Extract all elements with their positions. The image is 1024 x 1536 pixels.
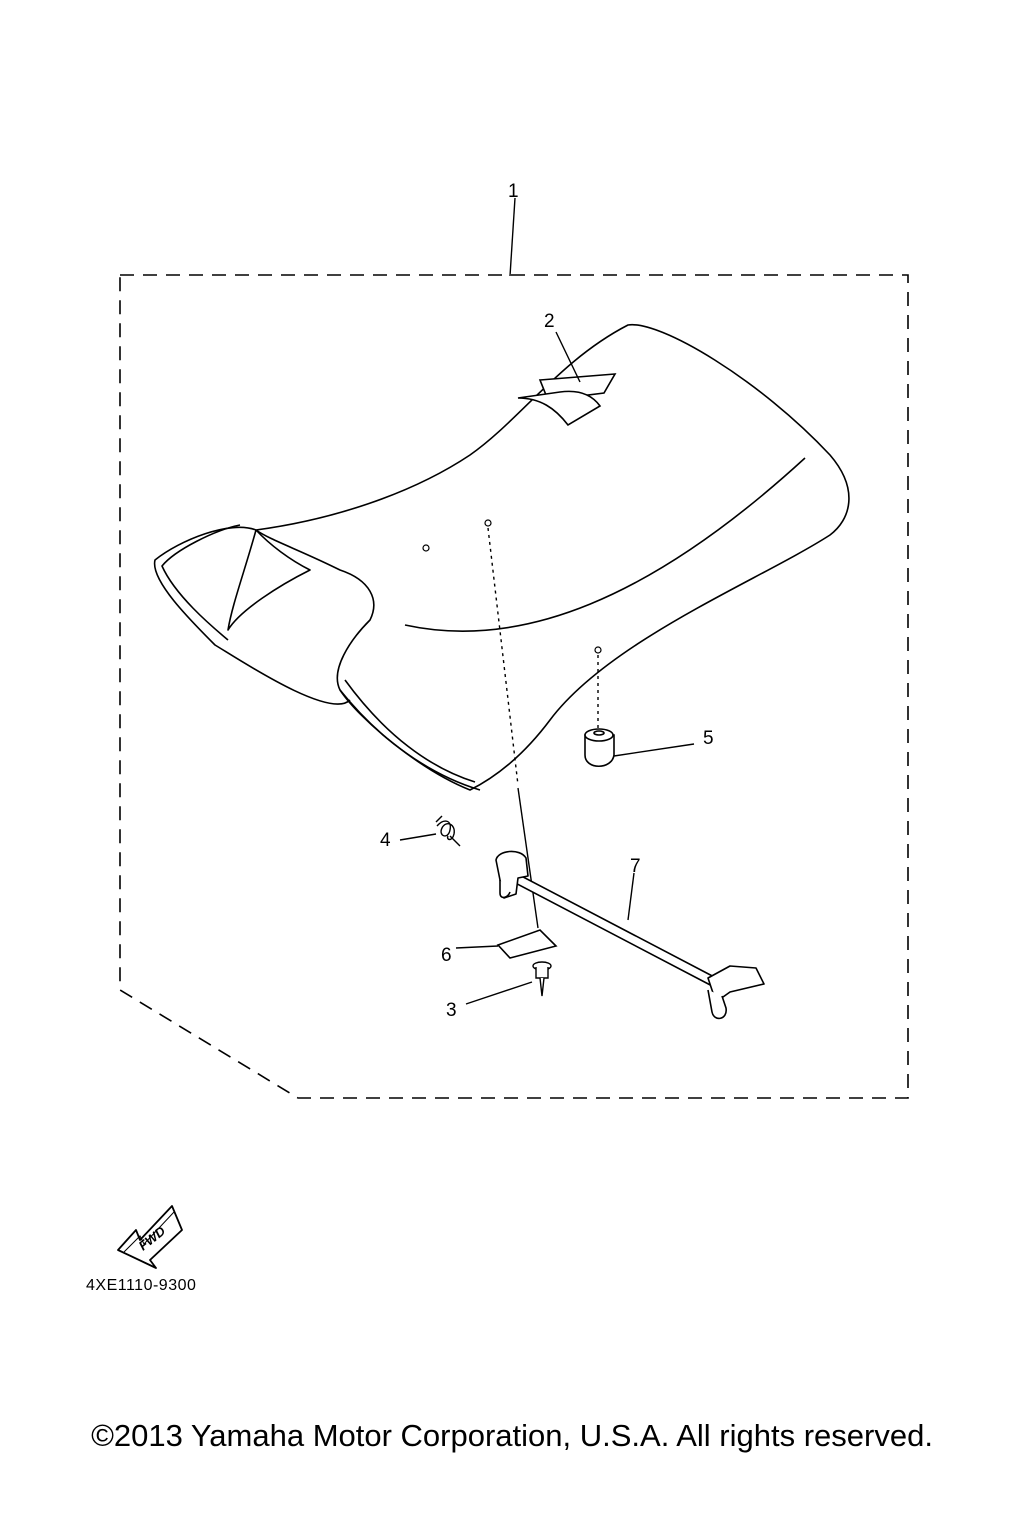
leader-lines bbox=[399, 197, 695, 1005]
mounting-holes bbox=[422, 519, 602, 654]
callout-1: 1 bbox=[508, 181, 519, 202]
part-6-pad bbox=[496, 929, 558, 959]
part-2-seat-strap bbox=[517, 373, 617, 427]
assembly-guide-lines bbox=[487, 527, 599, 786]
callout-7: 7 bbox=[630, 856, 641, 877]
callout-5: 5 bbox=[703, 728, 714, 749]
seat-cushion bbox=[153, 324, 850, 791]
part-5-damper bbox=[584, 728, 615, 768]
copyright-notice: ©2013 Yamaha Motor Corporation, U.S.A. A… bbox=[91, 1418, 933, 1453]
diagram-part-code: 4XE1110-9300 bbox=[86, 1277, 196, 1294]
assembly-guide-line bbox=[517, 787, 539, 929]
part-3-rivet bbox=[532, 961, 552, 997]
callout-3: 3 bbox=[446, 1000, 457, 1021]
assembly-boundary bbox=[119, 274, 909, 1099]
part-7-lock-rod bbox=[495, 850, 765, 1020]
part-4-spring bbox=[435, 815, 461, 847]
callout-4: 4 bbox=[380, 830, 391, 851]
callout-2: 2 bbox=[544, 311, 555, 332]
callout-6: 6 bbox=[441, 945, 452, 966]
forward-arrow-icon: FWD bbox=[117, 1205, 183, 1269]
